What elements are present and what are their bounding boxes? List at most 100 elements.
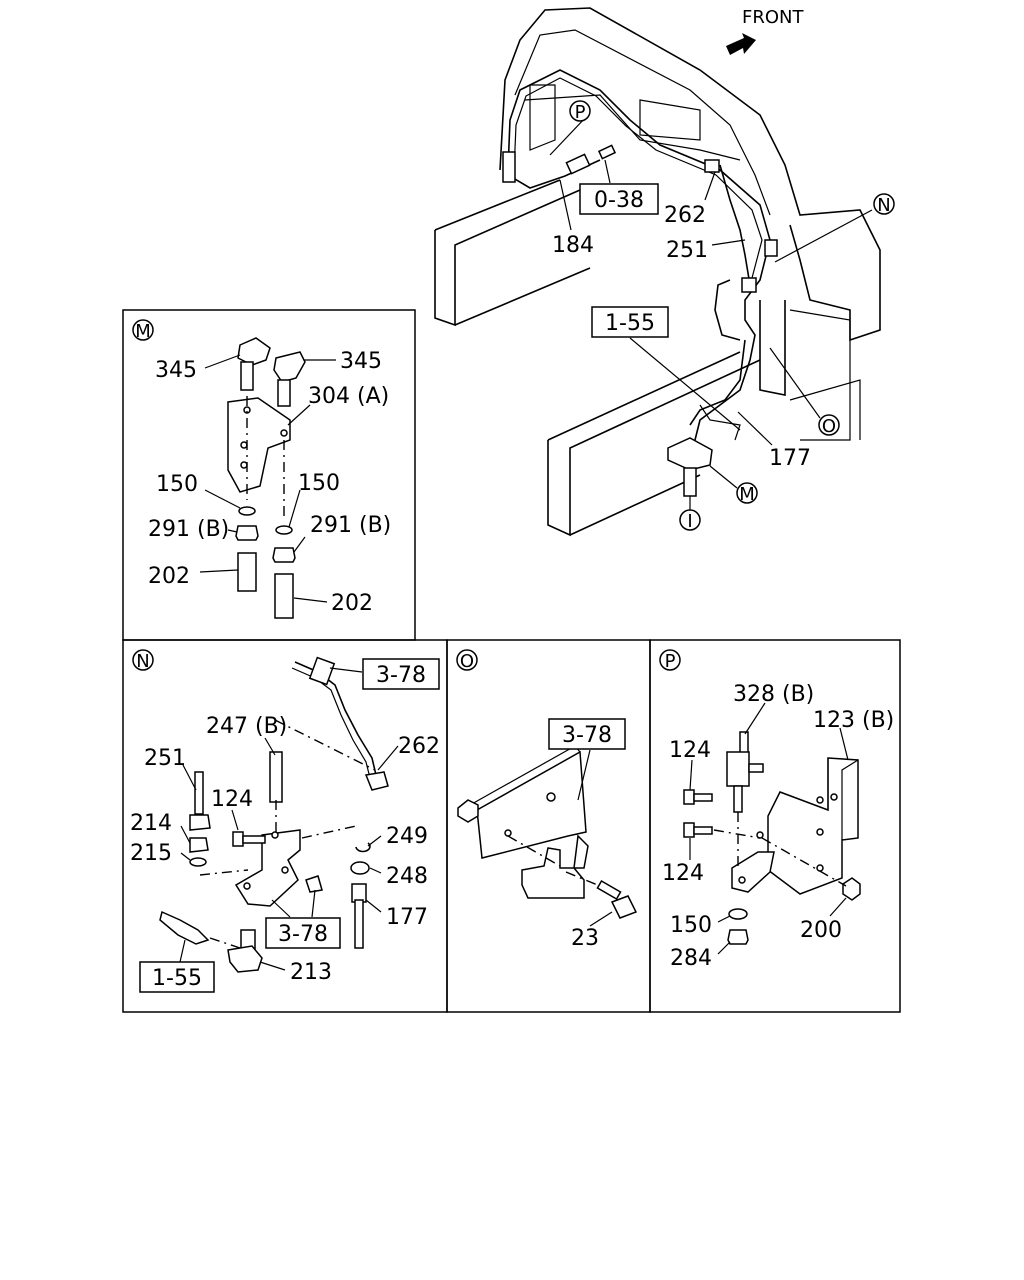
callout-p-124-bottom: 124 [662,861,704,886]
leader-n-214 [180,825,191,844]
connector-345-left [237,337,271,366]
upper-rail-top [434,179,561,231]
axis-n-249 [301,825,357,839]
callout-m-202-left: 202 [148,564,190,589]
callout-m-291-right: 291 (B) [310,513,391,538]
leader-n [774,209,873,263]
svg-text:N: N [877,195,890,216]
nut-n-bracket [305,875,323,893]
cab-outline [499,7,881,342]
detail-m-marker: M [132,319,154,342]
connector-p-328-side [748,763,764,773]
marker-p: P [569,100,591,123]
svg-text:0-38: 0-38 [594,188,644,213]
ref-box-0-38: 0-38 [579,183,659,215]
callout-p-328: 328 (B) [733,682,814,707]
leader-m-150l [204,489,241,509]
leader-n-155 [179,939,186,963]
leader-p-284 [717,941,731,955]
cab-floor-line [524,94,741,161]
callout-n-247: 247 (B) [206,714,287,739]
leader-n-251 [182,764,197,791]
leader-262 [704,171,716,201]
leader-177 [737,411,773,446]
bolt-p-124-bottom-shank [693,826,713,835]
callout-177: 177 [769,446,811,471]
bracket-o-hole-2 [504,829,512,837]
bracket-hole-4 [240,461,248,469]
leader-n-124 [231,809,239,831]
pipe-177 [689,339,746,426]
marker-m: M [736,482,758,505]
svg-text:M: M [739,484,755,505]
svg-text:N: N [136,651,149,672]
callout-p-200: 200 [800,918,842,943]
leader-m-291r [293,536,306,553]
leader-m-291l [227,529,238,533]
bracket-hole-3 [240,441,248,449]
leader-p-123 [839,727,849,761]
bracket-p-123 [767,757,859,895]
lower-rail-end [547,359,761,537]
nut-n-248 [350,861,370,875]
fitting-left [502,151,516,183]
cab-panel [639,99,701,141]
leader-n-ref-top [329,667,363,673]
pipe-n-177 [354,899,364,949]
callout-262: 262 [664,203,706,228]
leader-n-213 [259,961,286,971]
bolt-o-23-shank [596,880,622,900]
fitting-o38 [597,144,617,160]
callout-o-23: 23 [571,926,599,951]
callout-n-262: 262 [398,734,440,759]
callout-n-249: 249 [386,824,428,849]
pipe-branch [699,404,741,441]
leader-n-ref-mid-1 [271,899,291,918]
callout-n-213: 213 [290,960,332,985]
leader-n-215 [180,852,191,861]
axis-o-2 [565,871,601,887]
bracket-n [234,829,301,907]
pipe-n-155 [159,910,210,945]
ref-box-n-mid: 3-78 [265,917,341,949]
callout-n-215: 215 [130,841,172,866]
callout-m-345-left: 345 [155,358,197,383]
callout-m-150-right: 150 [298,471,340,496]
detail-p-marker: P [659,649,681,672]
detail-p-panel: P [649,639,901,1013]
pipe-n-251 [194,771,204,815]
marker-i: I [679,509,701,532]
callout-n-177: 177 [386,905,428,930]
bracket-p-123-fold [827,758,859,840]
callout-p-124-top: 124 [669,738,711,763]
callout-m-345-right: 345 [340,349,382,374]
callout-251: 251 [666,238,708,263]
bolt-o-23-head [610,895,638,919]
svg-text:3-78: 3-78 [376,663,426,688]
axis-n-213 [209,937,241,949]
callout-n-248: 248 [386,864,428,889]
clip-o-saddle [521,834,589,899]
connector-p-328-top [739,731,749,755]
fitting-loop [741,277,757,293]
bolt-p-124-top-head [683,789,695,805]
front-indicator: FRONT [726,7,804,55]
nut-n-262 [364,771,389,791]
bracket-n-hole-3 [243,882,251,890]
valve-block-m [667,437,713,471]
bracket-n-hole-2 [281,866,289,874]
callout-p-123: 123 (B) [813,708,894,733]
clip-n-top [308,656,336,686]
leader-m-202r [293,597,328,603]
leader-n-248 [369,867,382,874]
callout-p-284: 284 [670,946,712,971]
upper-rail-bottom [454,267,591,326]
svg-text:I: I [687,511,692,532]
svg-text:O: O [460,651,474,672]
fitting-184 [565,153,591,175]
bracket-hole-2 [280,429,288,437]
leader-o-ref [577,749,591,801]
bolt-n-124-head [232,831,244,847]
leader-n-177 [365,899,382,913]
bolt-p-124-bottom-head [683,822,695,838]
